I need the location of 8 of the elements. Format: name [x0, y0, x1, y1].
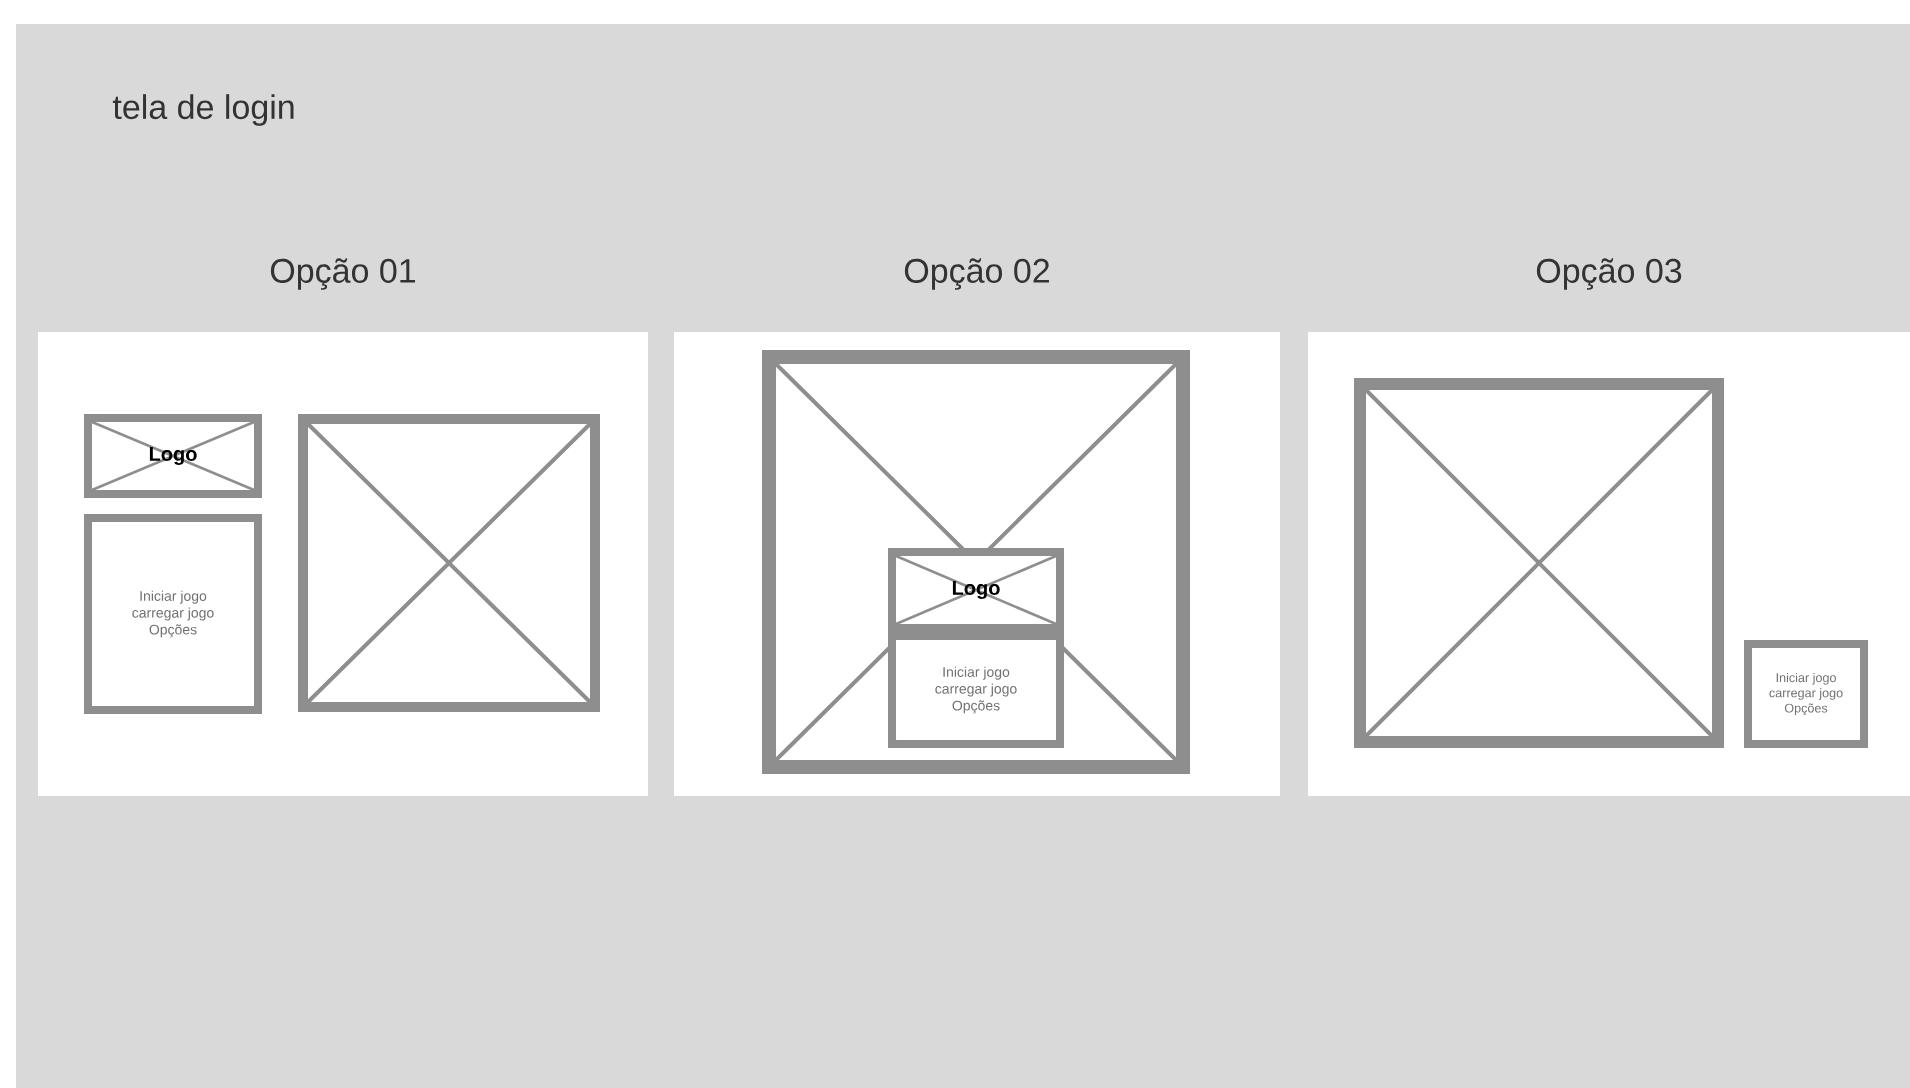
placeholder-box: Logo	[84, 414, 262, 498]
image-placeholder	[298, 414, 600, 712]
option-heading: Opção 02	[904, 258, 1049, 290]
title: tela de login	[112, 94, 294, 126]
option-heading: Opção 01	[270, 258, 416, 290]
option-heading: Opção 03	[1536, 258, 1682, 290]
placeholder-box: Logo	[888, 548, 1064, 632]
image-placeholder	[1354, 378, 1724, 748]
